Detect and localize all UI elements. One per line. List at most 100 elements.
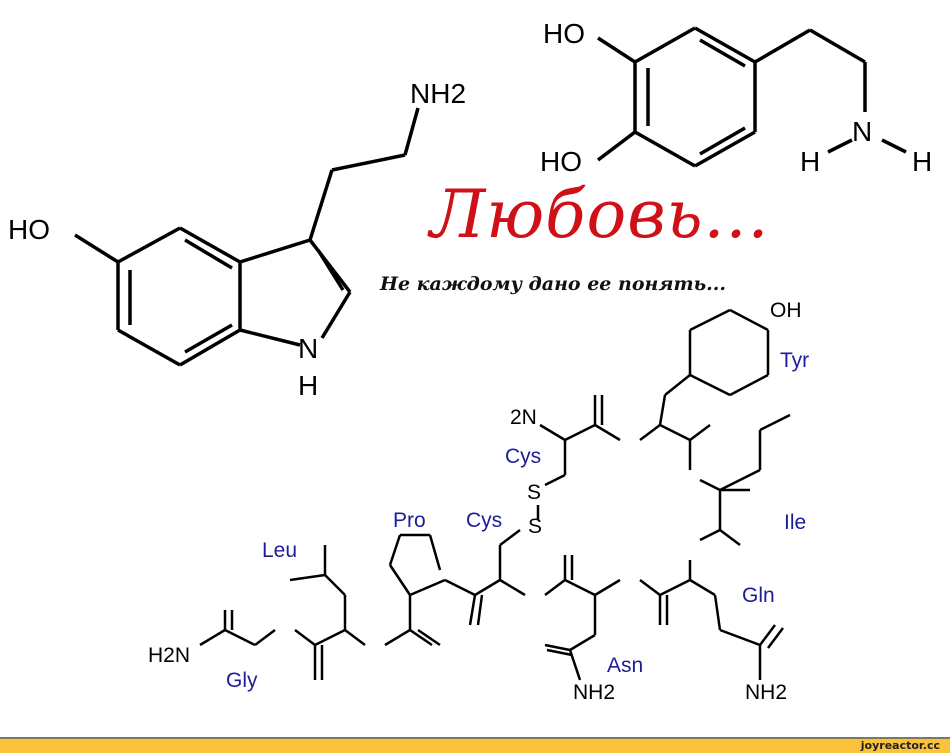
bond [403, 107, 420, 156]
oxy-nh2a-label: NH2 [573, 681, 616, 704]
residue-ile: Ile [784, 511, 807, 534]
bond [289, 573, 326, 582]
bond [881, 138, 907, 154]
bond [694, 130, 756, 168]
bond [544, 473, 566, 487]
bond [659, 578, 691, 597]
bond [767, 627, 784, 649]
serotonin-h-label: H [298, 370, 319, 401]
bond [499, 578, 526, 597]
site-watermark[interactable]: joyreactor.cc [860, 739, 940, 752]
oxy-nterm-label: 2N [510, 406, 537, 429]
bond [569, 633, 596, 652]
serotonin-n-label: N [298, 333, 319, 364]
bond [184, 323, 233, 354]
chemical-structures [74, 26, 907, 681]
bond [499, 529, 521, 546]
bond [594, 578, 621, 597]
bond [568, 649, 582, 681]
bond [699, 528, 721, 542]
bond [596, 130, 637, 162]
bond [699, 478, 721, 492]
bond [316, 249, 345, 291]
bond [468, 594, 477, 626]
bond [699, 126, 746, 156]
bond [179, 328, 241, 367]
bond [639, 424, 661, 441]
bond [239, 328, 301, 347]
residue-pro: Pro [393, 509, 426, 532]
bond [564, 578, 596, 597]
bond [664, 374, 691, 396]
bond [719, 529, 741, 546]
bond [388, 564, 412, 596]
bond [476, 594, 484, 626]
residue-gln: Gln [742, 584, 775, 607]
bond [689, 424, 711, 441]
serotonin-ho-label: HO [8, 214, 50, 245]
bond [444, 578, 476, 597]
oxy-s2-label: S [528, 515, 543, 538]
bond [713, 594, 722, 631]
bond [694, 26, 756, 64]
dopamine-ho1-label: HO [543, 18, 585, 49]
residue-tyr: Tyr [780, 349, 810, 372]
bond [417, 628, 441, 647]
bond [474, 578, 501, 597]
bond [544, 579, 566, 596]
bond [759, 413, 791, 432]
bond [689, 578, 716, 597]
bond [639, 579, 661, 596]
residue-cys1: Cys [505, 445, 542, 468]
dopamine-h1-label: H [800, 146, 821, 177]
bond [428, 534, 442, 571]
bond [409, 628, 433, 647]
bond [759, 624, 776, 646]
footer-bar: joyreactor.cc [0, 737, 950, 753]
bond [179, 226, 241, 264]
bond [324, 574, 346, 596]
bond [388, 534, 402, 566]
bond [546, 648, 573, 657]
oxy-nh2b-label: NH2 [745, 681, 788, 704]
bond [827, 138, 853, 154]
bond [699, 38, 746, 68]
bond [224, 628, 256, 647]
oxy-oh-label: OH [770, 299, 802, 322]
bond [729, 308, 769, 332]
bond [184, 238, 233, 270]
bond [754, 28, 811, 64]
bond [634, 130, 696, 168]
oxy-s1-label: S [527, 481, 542, 504]
dopamine-h2-label: H [912, 146, 933, 177]
bond [117, 226, 181, 264]
bond [199, 628, 226, 647]
bond [384, 628, 411, 647]
bond [539, 423, 566, 442]
bond [634, 26, 696, 64]
bond [659, 423, 691, 442]
bond [809, 28, 866, 64]
bond [409, 578, 446, 597]
residue-gly: Gly [226, 669, 258, 692]
title: Любовь... [430, 176, 770, 253]
bond [344, 629, 366, 646]
bond [689, 308, 731, 332]
bond [719, 628, 761, 647]
residue-cys2: Cys [466, 509, 503, 532]
residue-asn: Asn [607, 654, 644, 677]
bond [117, 328, 181, 367]
bond [320, 291, 352, 339]
oxy-h2n-label: H2N [148, 644, 191, 667]
subtitle: Не каждому дано ее понять... [380, 273, 726, 295]
bond [331, 153, 406, 172]
dopamine-n-label: N [852, 116, 873, 147]
bond [74, 233, 119, 264]
bond [719, 468, 761, 492]
bond [254, 629, 276, 646]
bond [239, 238, 311, 264]
bond [597, 36, 636, 64]
residue-leu: Leu [262, 539, 298, 562]
serotonin-nh2-label: NH2 [410, 78, 467, 109]
bond [314, 628, 346, 647]
